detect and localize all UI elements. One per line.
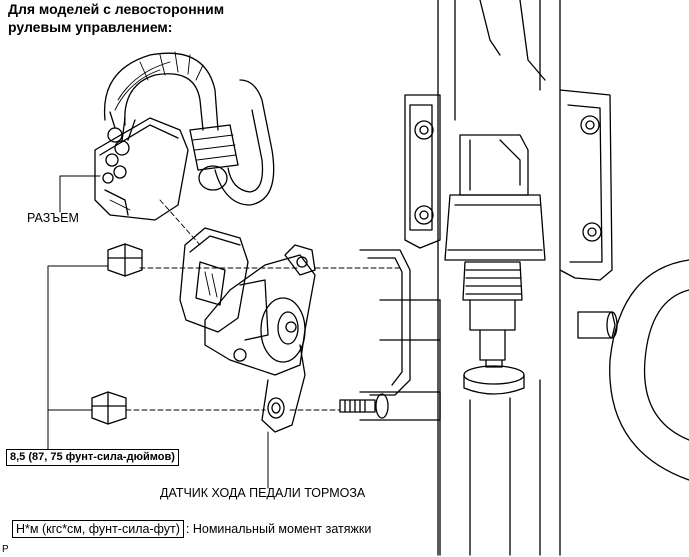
connector-illustration [94, 51, 275, 221]
heading-line-1: Для моделей с левосторонним [8, 1, 225, 17]
torque-legend: Н*м (кгс*см, фунт-сила-фут) : Номинальны… [12, 520, 371, 538]
connector-label: РАЗЪЕМ [27, 211, 79, 225]
leader-lines [47, 175, 269, 489]
torque-spec-box: 8,5 (87, 75 фунт-сила-дюймов) [6, 449, 179, 466]
nut-upper [107, 243, 143, 277]
heading: Для моделей с левосторонним рулевым упра… [8, 0, 308, 36]
heading-line-2: рулевым управлением: [8, 19, 173, 35]
nut-bracket-leader-upper [47, 265, 109, 451]
corner-mark: P [2, 544, 9, 555]
nut-lower [91, 391, 127, 425]
legend-description: : Номинальный момент затяжки [185, 522, 372, 536]
stroke-sensor-illustration [179, 227, 316, 433]
sensor-label: ДАТЧИК ХОДА ПЕДАЛИ ТОРМОЗА [160, 486, 366, 500]
connector-leader [59, 175, 101, 213]
legend-unit-box: Н*м (кгс*см, фунт-сила-фут) [12, 520, 184, 538]
pedal-bracket-assembly [339, 0, 689, 556]
alignment-lines [125, 199, 401, 411]
